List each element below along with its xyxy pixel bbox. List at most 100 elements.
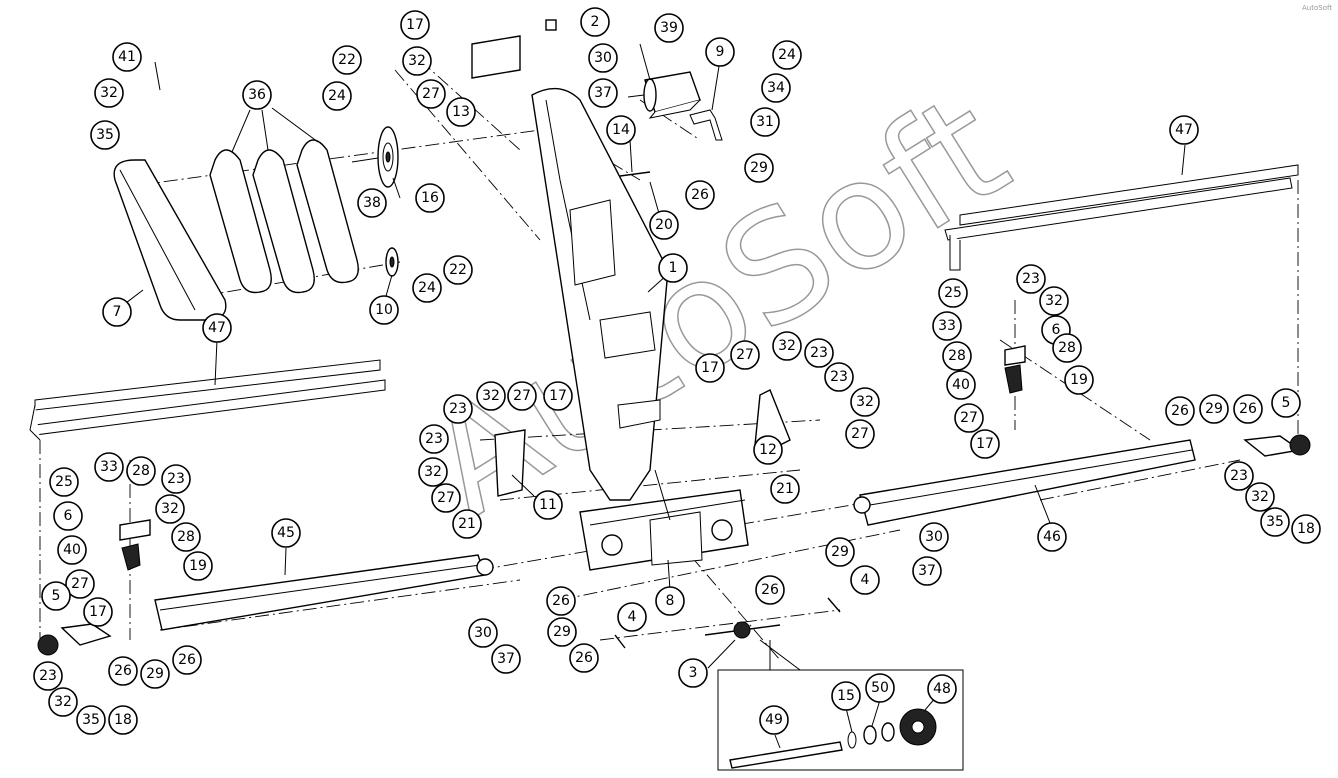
svg-text:27: 27	[736, 347, 754, 363]
svg-text:24: 24	[418, 280, 436, 296]
callout-32: 32	[402, 46, 432, 76]
callout-32: 32	[94, 78, 124, 108]
callout-30: 30	[919, 522, 949, 552]
callout-28: 28	[1052, 333, 1082, 363]
svg-text:32: 32	[408, 53, 426, 69]
svg-text:18: 18	[114, 712, 132, 728]
svg-text:26: 26	[691, 187, 709, 203]
svg-text:17: 17	[976, 436, 994, 452]
svg-text:8: 8	[666, 593, 675, 609]
callout-27: 27	[507, 381, 537, 411]
callout-26: 26	[1233, 394, 1263, 424]
svg-text:4: 4	[628, 609, 637, 625]
svg-text:47: 47	[1175, 122, 1193, 138]
svg-text:37: 37	[497, 651, 515, 667]
callout-18: 18	[108, 705, 138, 735]
callout-23: 23	[33, 661, 63, 691]
svg-text:15: 15	[837, 688, 855, 704]
cover-plate	[471, 35, 521, 79]
callout-47: 47	[202, 313, 232, 343]
chain-upper-right	[944, 164, 1299, 271]
svg-text:27: 27	[422, 86, 440, 102]
svg-text:47: 47	[208, 320, 226, 336]
callout-33: 33	[94, 452, 124, 482]
callout-36: 36	[242, 80, 272, 110]
svg-text:22: 22	[338, 52, 356, 68]
svg-text:32: 32	[1045, 293, 1063, 309]
svg-text:6: 6	[1052, 322, 1061, 338]
callout-28: 28	[942, 341, 972, 371]
callout-7: 7	[102, 297, 132, 327]
callouts: 41 32 35 36 7 22 24 38 16 10 24 22 17 32…	[33, 7, 1321, 735]
svg-text:16: 16	[421, 190, 439, 206]
callout-26: 26	[172, 645, 202, 675]
callout-17: 17	[83, 597, 113, 627]
tensioner-right	[1004, 364, 1023, 394]
callout-18: 18	[1291, 514, 1321, 544]
svg-text:9: 9	[716, 44, 725, 60]
callout-26: 26	[569, 643, 599, 673]
callout-27: 27	[954, 403, 984, 433]
svg-text:30: 30	[925, 529, 943, 545]
svg-text:28: 28	[132, 463, 150, 479]
svg-text:7: 7	[113, 304, 122, 320]
svg-text:29: 29	[750, 160, 768, 176]
pin-4b	[827, 597, 841, 613]
callout-50: 50	[865, 673, 895, 703]
callout-19: 19	[1064, 365, 1094, 395]
svg-text:26: 26	[552, 593, 570, 609]
elevator-column	[531, 87, 669, 501]
callout-15: 15	[831, 681, 861, 711]
bracket-2	[545, 19, 557, 31]
svg-text:37: 37	[594, 85, 612, 101]
callout-25: 25	[938, 278, 968, 308]
callout-4: 4	[850, 565, 880, 595]
callout-29: 29	[547, 617, 577, 647]
callout-2: 2	[580, 7, 610, 37]
callout-32: 32	[476, 381, 506, 411]
svg-text:30: 30	[474, 625, 492, 641]
svg-text:45: 45	[277, 525, 295, 541]
lower-hopper	[579, 469, 749, 571]
callout-26: 26	[685, 180, 715, 210]
callout-49: 49	[759, 705, 789, 735]
svg-text:50: 50	[871, 680, 889, 696]
svg-text:35: 35	[96, 127, 114, 143]
svg-text:32: 32	[482, 388, 500, 404]
svg-text:27: 27	[513, 388, 531, 404]
svg-text:40: 40	[952, 377, 970, 393]
svg-text:11: 11	[539, 497, 557, 513]
tensioner-left	[121, 543, 141, 571]
callout-29: 29	[825, 537, 855, 567]
leader-lines	[121, 43, 1186, 749]
svg-text:32: 32	[424, 464, 442, 480]
callout-23: 23	[443, 394, 473, 424]
svg-text:32: 32	[778, 338, 796, 354]
svg-text:29: 29	[146, 666, 164, 682]
callout-35: 35	[1260, 507, 1290, 537]
callout-40: 40	[57, 535, 87, 565]
callout-37: 37	[588, 78, 618, 108]
callout-27: 27	[730, 340, 760, 370]
svg-text:4: 4	[861, 572, 870, 588]
svg-text:2: 2	[591, 14, 600, 30]
belt-guard-cover	[113, 159, 227, 321]
svg-text:26: 26	[575, 650, 593, 666]
callout-33: 33	[932, 311, 962, 341]
svg-text:5: 5	[52, 588, 61, 604]
svg-text:23: 23	[1022, 271, 1040, 287]
callout-20: 20	[649, 210, 679, 240]
svg-text:34: 34	[767, 80, 785, 96]
callout-21: 21	[770, 474, 800, 504]
svg-text:1: 1	[669, 260, 678, 276]
trough-left	[154, 554, 494, 631]
side-bracket-12	[754, 389, 791, 446]
callout-45: 45	[271, 518, 301, 548]
svg-text:41: 41	[118, 49, 136, 65]
pin-4a	[614, 634, 626, 649]
parts	[29, 19, 1311, 771]
callout-26: 26	[546, 586, 576, 616]
svg-text:38: 38	[363, 195, 381, 211]
svg-text:48: 48	[933, 681, 951, 697]
callout-17: 17	[970, 429, 1000, 459]
